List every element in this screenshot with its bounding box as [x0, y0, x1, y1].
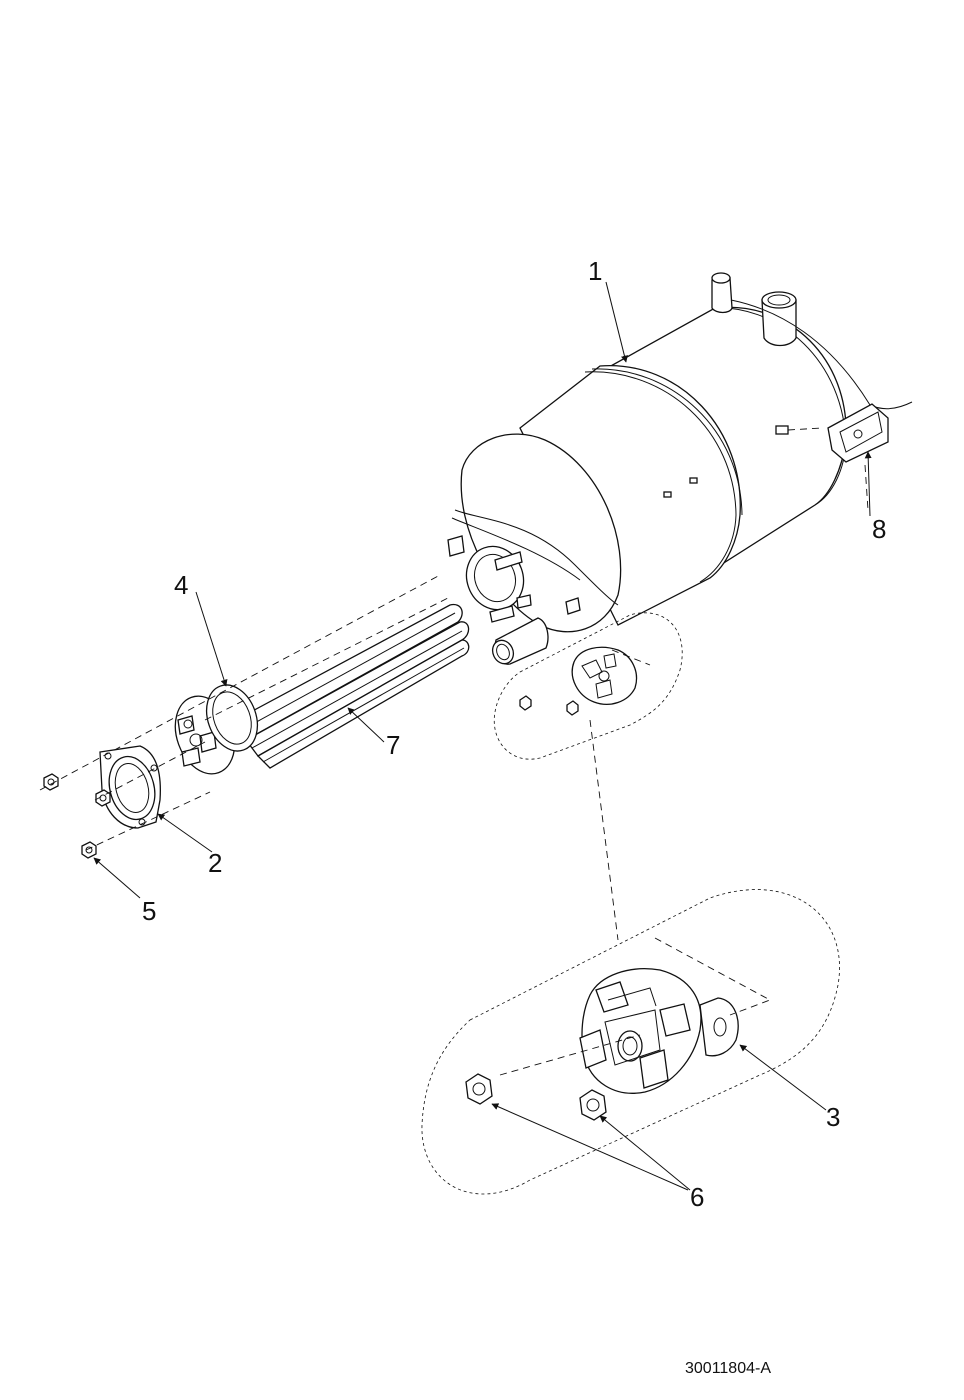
- callout-labels: 1 2 3 4 5 6 7 8: [142, 256, 886, 1212]
- leader-lines: [93, 281, 872, 1191]
- document-number: 30011804-A: [685, 1360, 771, 1377]
- thermostat-detail-large: [421, 889, 840, 1195]
- callout-5: 5: [142, 896, 156, 926]
- callout-1: 1: [588, 256, 602, 286]
- gasket-ring: [205, 684, 259, 752]
- callout-4: 4: [174, 570, 188, 600]
- nut-5-group: [43, 773, 111, 859]
- assembly-lines: [39, 427, 869, 941]
- callout-7: 7: [386, 730, 400, 760]
- flange-plate: [99, 745, 161, 829]
- callout-2: 2: [208, 848, 222, 878]
- callout-3: 3: [826, 1102, 840, 1132]
- tank-body: [447, 272, 913, 665]
- callout-6: 6: [690, 1182, 704, 1212]
- thermostat-detail-small: [493, 612, 683, 760]
- callout-8: 8: [872, 514, 886, 544]
